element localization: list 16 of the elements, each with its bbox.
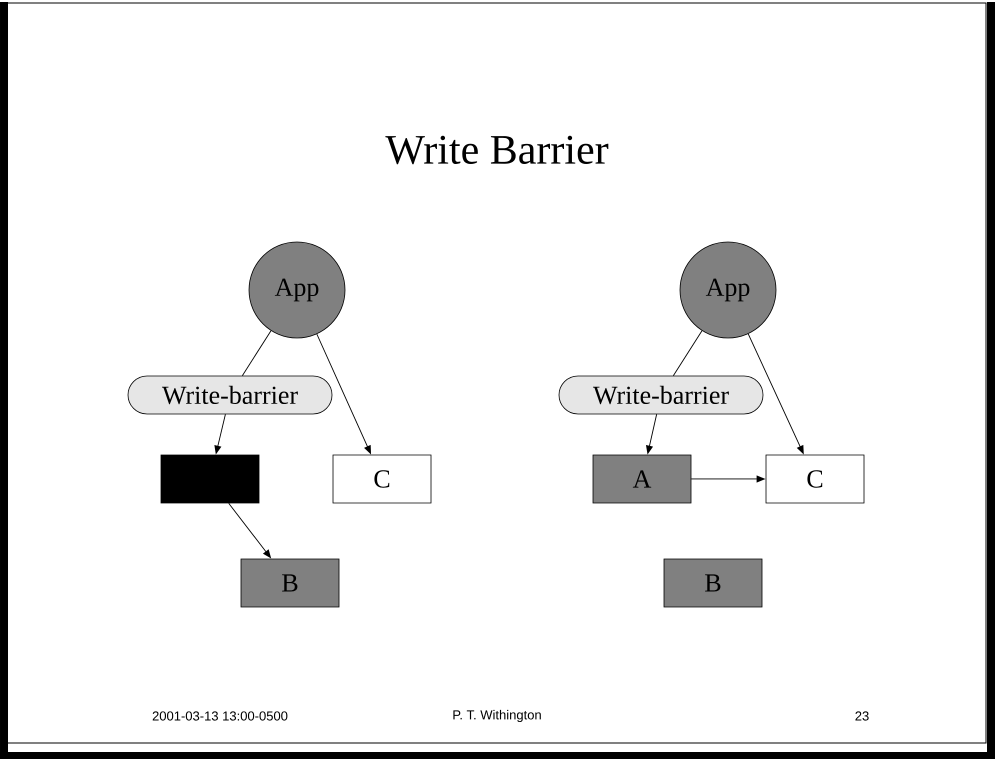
object-box: B	[664, 558, 762, 608]
write-barrier-label: Write-barrier	[128, 376, 332, 414]
object-box: A	[592, 454, 692, 504]
footer-author: P. T. Withington	[453, 710, 541, 722]
circle-node: App	[248, 242, 346, 338]
footer-date: 2001-03-13 13:00-0500	[152, 711, 288, 721]
connector-line	[242, 330, 272, 376]
connector-line	[672, 330, 702, 376]
object-box: C	[332, 454, 432, 504]
object-box: C	[766, 454, 864, 504]
object-box: B	[240, 558, 340, 608]
circle-node: App	[680, 242, 776, 338]
write-barrier-label: Write-barrier	[558, 376, 764, 414]
page-number: 23	[855, 711, 869, 721]
slide-title: Write Barrier	[385, 136, 608, 164]
filled-box	[160, 454, 260, 504]
